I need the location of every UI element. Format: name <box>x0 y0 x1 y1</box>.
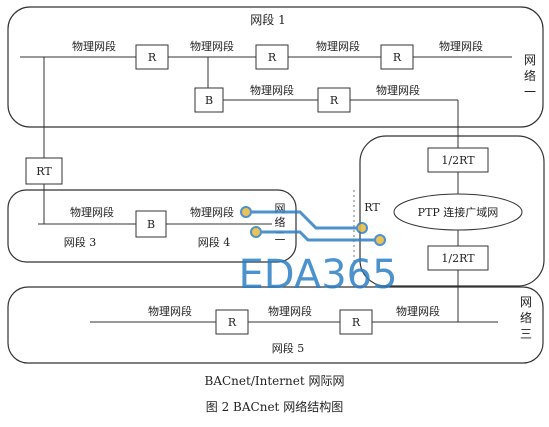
diagram-subtitle: BACnet/Internet 网际网 <box>204 374 345 388</box>
network-one-link-2: 物理网段 <box>190 39 234 53</box>
network-one-lower-link-2: 物理网段 <box>376 83 420 97</box>
network-one-link-3: 物理网段 <box>316 39 360 53</box>
router-r2: R <box>255 44 289 70</box>
router-r6: R <box>339 309 373 335</box>
network-three-link-1: 物理网段 <box>148 304 192 318</box>
network-three-link-2: 物理网段 <box>268 304 312 318</box>
router-r2-label: R <box>268 51 277 64</box>
half-router-bottom-label: 1/2RT <box>441 252 475 265</box>
router-r4: R <box>317 87 351 113</box>
network-one-boundary <box>7 6 544 128</box>
network-three-label-3: 三 <box>520 327 532 341</box>
router-r4-label: R <box>330 94 339 107</box>
bridge-b1-label: B <box>205 94 213 107</box>
network-two-label-3: 二 <box>275 230 286 243</box>
router-r5-label: R <box>228 316 237 329</box>
network-one-link-4: 物理网段 <box>439 39 483 53</box>
network-one-lower-link-1: 物理网段 <box>250 83 294 97</box>
network-three-boundary <box>7 286 544 364</box>
network-two-link-1: 物理网段 <box>70 205 114 219</box>
segment-1-title: 网段 1 <box>250 12 285 27</box>
half-router-top: 1/2RT <box>427 147 489 173</box>
network-one-label-3: 一 <box>524 85 536 99</box>
segment-5-label: 网段 5 <box>272 341 305 355</box>
half-router-bottom: 1/2RT <box>427 245 489 271</box>
watermark-circuit-icon <box>240 206 386 246</box>
router-r1: R <box>135 44 169 70</box>
rt-left: RT <box>25 157 63 185</box>
ptp-wan-label: PTP 连接广域网 <box>418 206 499 219</box>
network-three-link-3: 物理网段 <box>396 304 440 318</box>
network-two-link-2: 物理网段 <box>190 205 234 219</box>
network-two-label-1: 网 <box>275 202 286 215</box>
network-three-label-2: 络 <box>520 310 532 325</box>
half-router-top-label: 1/2RT <box>441 154 475 167</box>
network-two-label-2: 络 <box>275 215 286 229</box>
rt-mid-label: RT <box>364 201 380 214</box>
network-two-boundary <box>7 189 297 263</box>
segment-4-label: 网段 4 <box>198 235 231 249</box>
router-r3-label: R <box>393 51 402 64</box>
router-r6-label: R <box>352 316 361 329</box>
figure-caption: 图 2 BACnet 网络结构图 <box>205 400 344 414</box>
router-r1-label: R <box>148 51 157 64</box>
bridge-b2: B <box>135 210 167 238</box>
wan-boundary <box>359 135 545 287</box>
network-one-link-1: 物理网段 <box>72 39 116 53</box>
network-one-label-1: 网 <box>524 53 536 67</box>
network-one-label-2: 络 <box>524 68 536 83</box>
bridge-b2-label: B <box>147 218 155 231</box>
bridge-b1: B <box>194 87 224 113</box>
eda365-watermark: EDA365 <box>238 206 398 298</box>
segment-3-label: 网段 3 <box>64 235 97 249</box>
network-three-label-1: 网 <box>520 295 532 309</box>
router-r3: R <box>380 44 414 70</box>
watermark-text: EDA365 <box>238 252 397 298</box>
router-r5: R <box>215 309 249 335</box>
rt-left-label: RT <box>36 165 52 178</box>
